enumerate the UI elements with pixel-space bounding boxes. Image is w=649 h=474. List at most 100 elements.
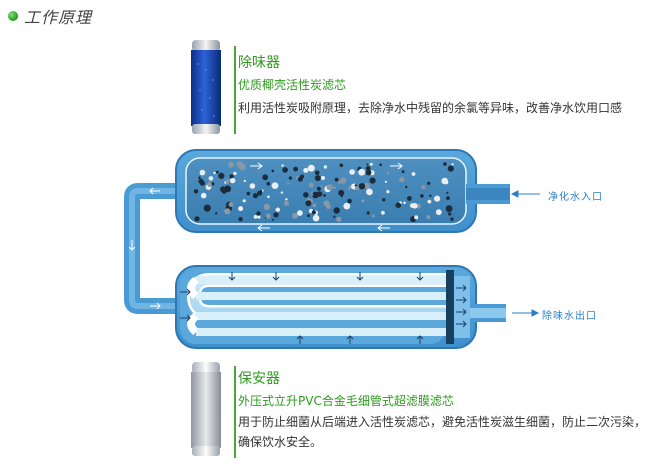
carbon-particle xyxy=(262,174,269,181)
carbon-particle xyxy=(265,213,271,219)
carbon-particle xyxy=(228,161,234,168)
carbon-particle xyxy=(348,187,351,190)
carbon-particle xyxy=(312,214,320,222)
carbon-particle xyxy=(257,215,261,219)
carbon-particle xyxy=(314,175,321,182)
carbon-particle xyxy=(340,177,347,184)
carbon-particle xyxy=(285,198,288,201)
carbon-particle xyxy=(358,168,366,176)
carbon-particle xyxy=(355,186,360,191)
carbon-particle xyxy=(399,176,405,183)
carbon-particle xyxy=(369,177,376,184)
carbon-particle xyxy=(450,217,454,221)
carbon-particle xyxy=(281,164,284,167)
carbon-particle xyxy=(307,214,310,218)
carbon-particle xyxy=(384,180,387,183)
carbon-particle xyxy=(386,171,390,175)
carbon-particle xyxy=(321,176,325,180)
outlet-label: 除味水出口 xyxy=(542,311,597,322)
carbon-particle xyxy=(443,162,447,166)
carbon-particle xyxy=(273,212,279,218)
carbon-particle xyxy=(371,214,375,218)
carbon-particle xyxy=(203,204,211,212)
outlet-arrow-icon xyxy=(512,309,540,317)
carbon-particle xyxy=(369,162,373,166)
carbon-particle xyxy=(354,184,358,187)
carbon-particle xyxy=(381,210,385,215)
carbon-particle xyxy=(407,196,412,201)
carbon-particle xyxy=(297,176,303,182)
carbon-particle xyxy=(211,182,215,186)
carbon-particle xyxy=(303,167,309,173)
carbon-particle xyxy=(347,198,352,204)
carbon-particle xyxy=(435,209,442,216)
carbon-particle xyxy=(333,186,336,189)
connector-pipe xyxy=(124,183,182,314)
carbon-particle xyxy=(256,211,261,216)
carbon-particle xyxy=(311,193,314,196)
carbon-particle xyxy=(303,192,309,198)
inlet-label: 净化水入口 xyxy=(548,192,603,203)
carbon-particle xyxy=(311,210,316,215)
carbon-particle xyxy=(316,191,323,197)
top-filter-name: 除味器 xyxy=(238,55,280,71)
carbon-particle xyxy=(200,192,207,199)
carbon-particle xyxy=(314,170,320,176)
carbon-particle xyxy=(263,203,270,211)
carbon-particle xyxy=(297,210,303,216)
carbon-particle xyxy=(326,184,333,191)
carbon-particle xyxy=(242,199,246,203)
carbon-particle xyxy=(395,202,402,208)
carbon-particle xyxy=(366,163,369,166)
carbon-particle xyxy=(267,195,270,199)
carbon-particle xyxy=(218,172,225,179)
carbon-particle xyxy=(363,182,370,189)
carbon-particle xyxy=(448,212,452,216)
inlet-arrow-icon xyxy=(510,190,540,198)
carbon-particle xyxy=(337,181,341,184)
carbon-particle xyxy=(441,177,449,185)
carbon-particle xyxy=(199,169,206,176)
carbon-particle xyxy=(386,190,390,194)
carbon-particle xyxy=(333,215,336,218)
carbon-particle xyxy=(280,191,284,194)
carbon-particle xyxy=(275,207,280,212)
carbon-particle xyxy=(249,183,256,189)
carbon-particle xyxy=(213,171,216,175)
carbon-particle xyxy=(427,199,432,204)
carbon-particle xyxy=(230,177,236,184)
carbon-particle xyxy=(224,208,231,215)
bottom-divider-line xyxy=(234,366,236,458)
carbon-particle xyxy=(320,186,323,189)
carbon-particle xyxy=(284,200,289,206)
carbon-particle xyxy=(411,172,416,176)
carbon-particle xyxy=(215,212,218,215)
carbon-particle xyxy=(266,181,271,186)
carbon-particle xyxy=(412,203,418,209)
carbon-particle xyxy=(198,176,201,179)
carbon-particle xyxy=(336,216,342,223)
carbon-particle xyxy=(343,202,351,210)
carbon-particle xyxy=(305,200,312,207)
carbon-particle xyxy=(401,170,405,174)
carbon-particle xyxy=(193,189,199,194)
carbon-particle xyxy=(451,163,454,166)
carbon-particle xyxy=(238,206,244,212)
carbon-particle xyxy=(339,163,344,168)
uf-cartridge-icon xyxy=(191,362,221,456)
top-filter-subtitle: 优质椰壳活性炭滤芯 xyxy=(238,78,347,92)
carbon-particle xyxy=(225,179,230,184)
bottom-filter-subtitle: 外压式立升PVC合金毛细管式超滤膜滤芯 xyxy=(238,394,454,408)
carbon-particle xyxy=(403,201,406,205)
carbon-particle xyxy=(243,179,246,183)
carbon-particle xyxy=(338,189,345,196)
carbon-particle xyxy=(252,193,258,199)
carbon-particle xyxy=(316,186,321,191)
carbon-particle xyxy=(310,191,314,194)
top-divider-line xyxy=(234,46,236,134)
carbon-particle xyxy=(288,176,292,180)
carbon-particle xyxy=(323,165,328,169)
carbon-particle xyxy=(246,191,251,196)
carbon-particle xyxy=(357,168,360,171)
